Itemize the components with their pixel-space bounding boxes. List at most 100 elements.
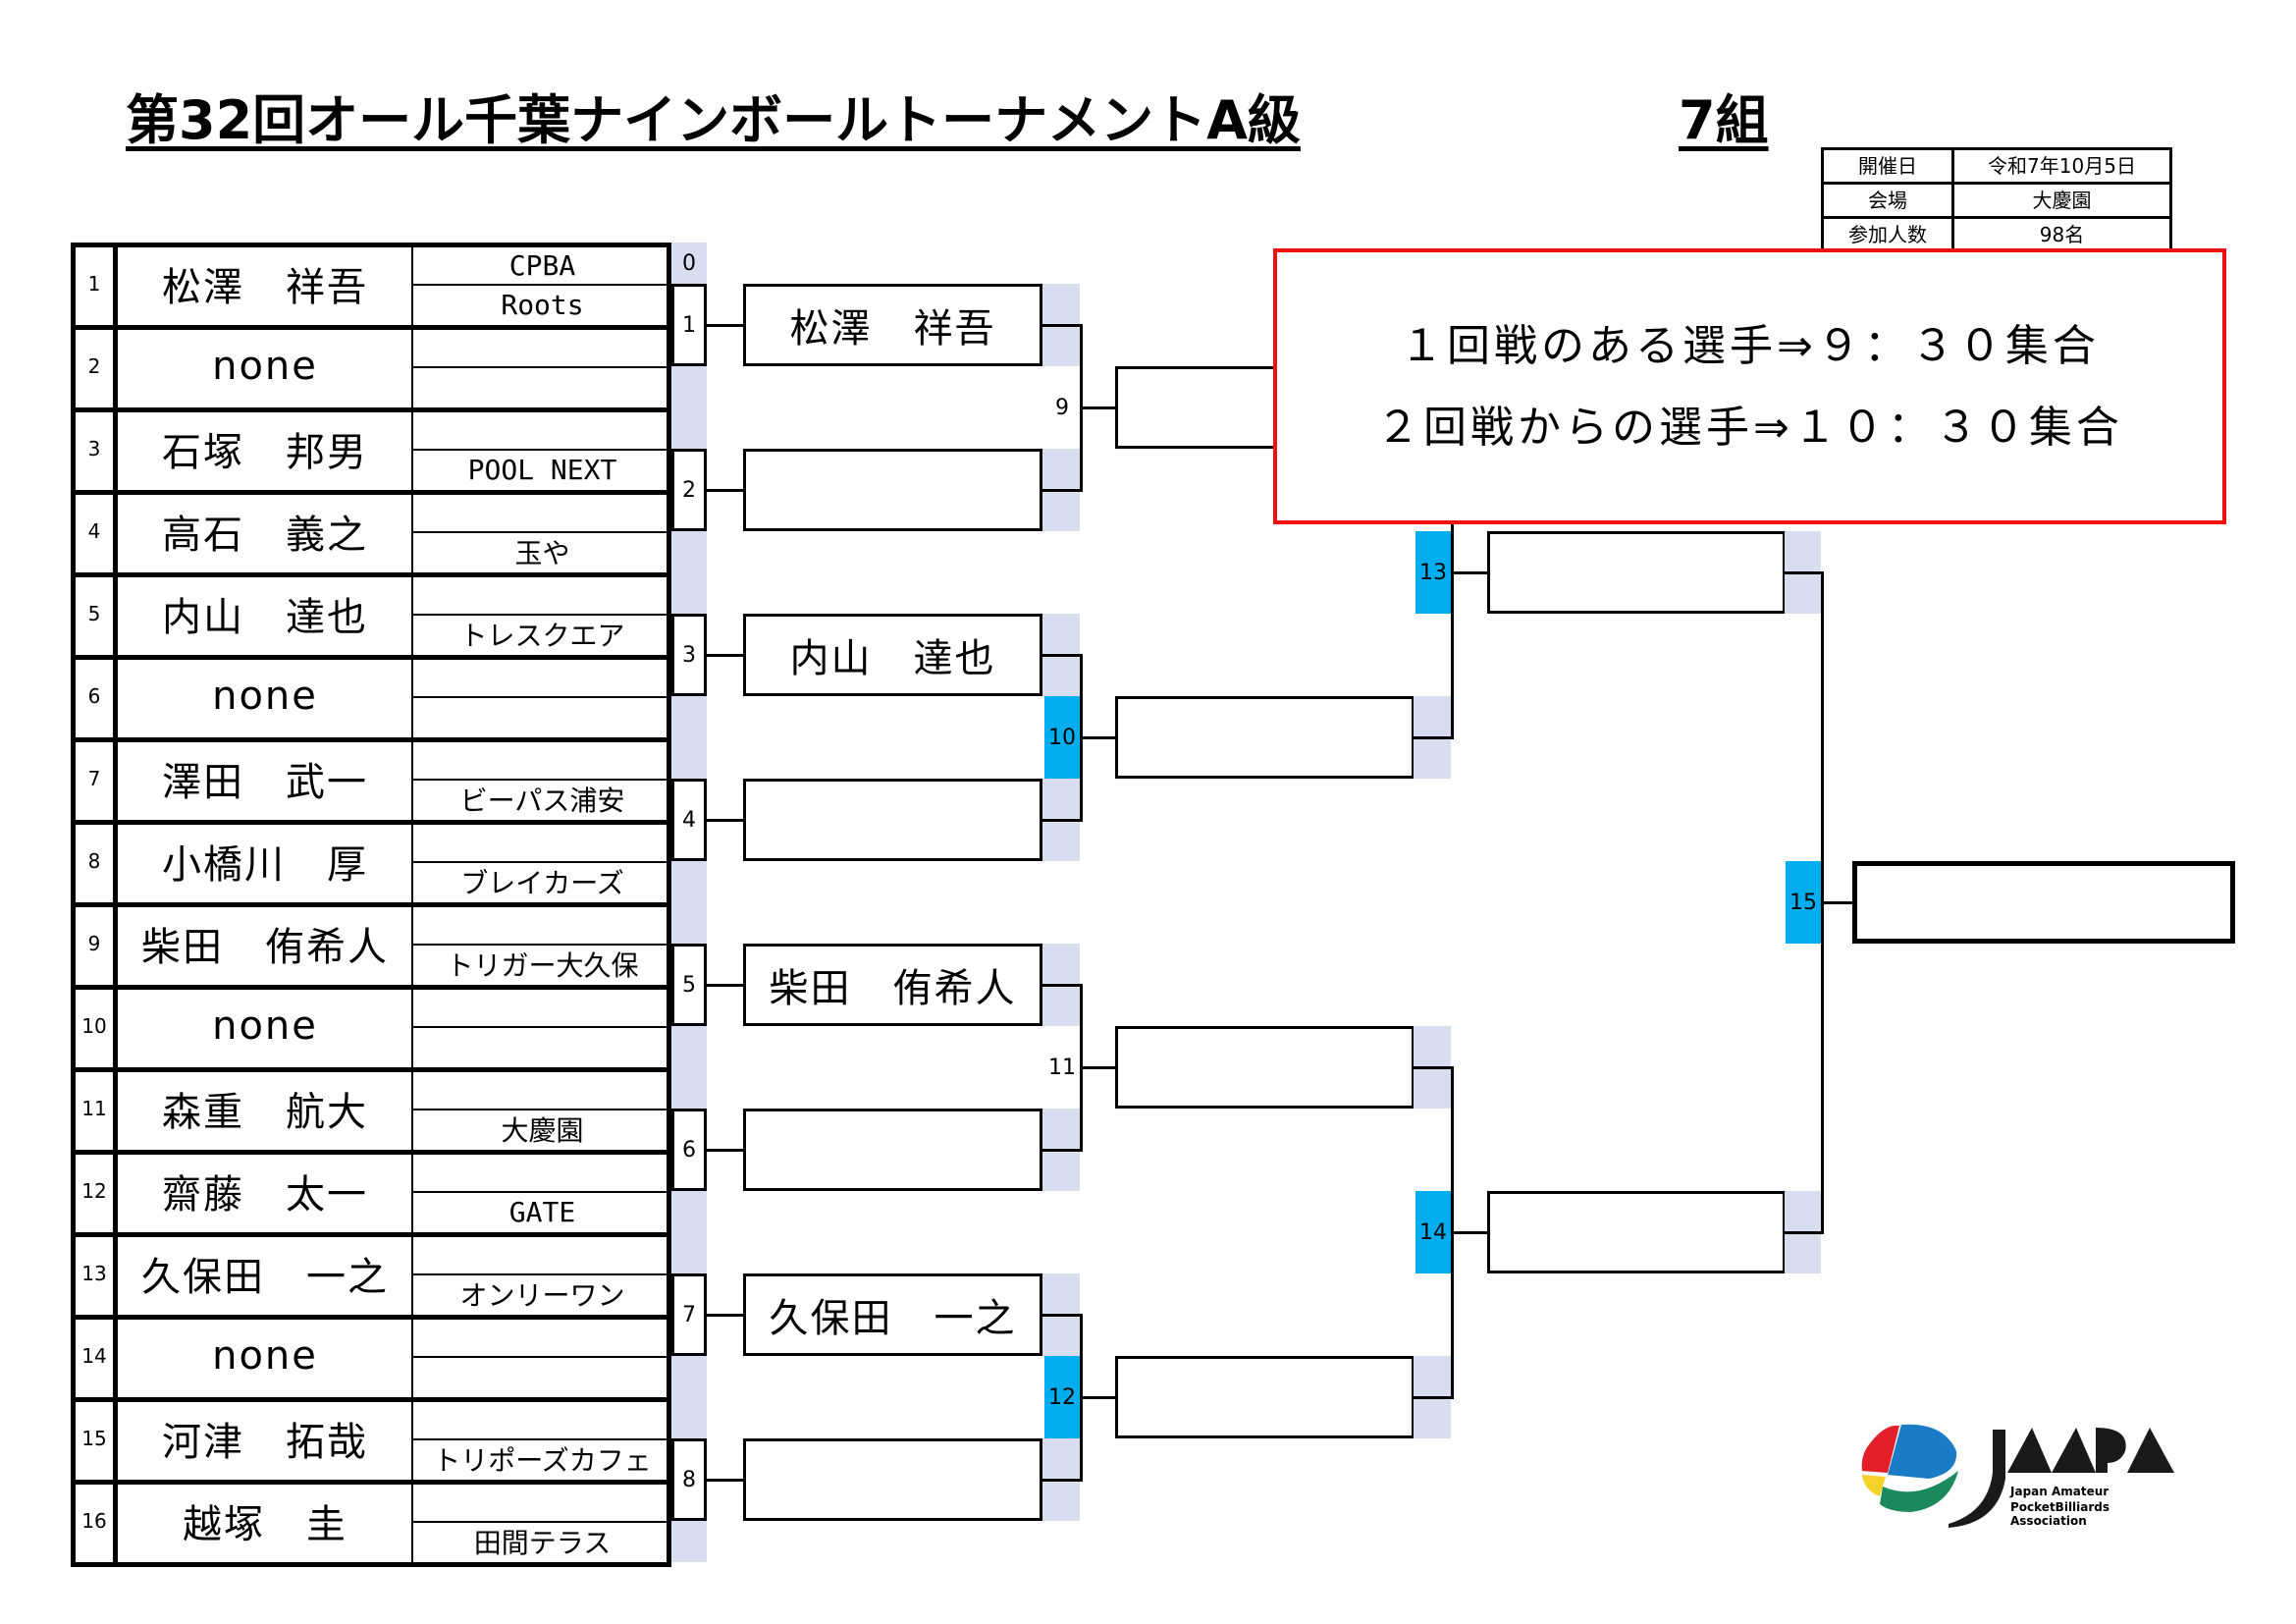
column-divider — [411, 325, 413, 407]
player-name: 高石 義之 — [162, 513, 368, 558]
club-divider — [413, 861, 671, 863]
club-name-top — [413, 906, 671, 944]
column-divider — [113, 820, 118, 902]
notice-line-2: ２回戦からの選手⇒１０：３０集合 — [1376, 402, 2123, 453]
connector-line — [1414, 736, 1453, 739]
info-row-venue: 会場大慶園 — [1821, 182, 2172, 219]
match-number-14: 14 — [1415, 1191, 1451, 1273]
round1-winner-box[interactable]: 久保田 一之 — [743, 1273, 1042, 1356]
match-number-11: 11 — [1044, 1026, 1080, 1109]
player-name: 小橋川 厚 — [162, 842, 368, 888]
match-11-winner-box[interactable] — [1115, 1026, 1415, 1109]
club-name-top — [413, 741, 671, 779]
club-name: トレスクエア — [459, 620, 625, 652]
connector-line — [707, 819, 743, 822]
notice-line-1: １回戦のある選手⇒９：３０集合 — [1400, 320, 2100, 371]
seed-number: 14 — [81, 1344, 107, 1368]
club-name — [413, 1028, 671, 1065]
seed-number: 16 — [81, 1509, 107, 1533]
connector-line — [1785, 1231, 1823, 1234]
seed-number: 13 — [81, 1262, 107, 1285]
match-12-winner-box[interactable] — [1115, 1356, 1415, 1438]
club-name: ビーパス浦安 — [459, 785, 625, 817]
club-name-top — [413, 411, 671, 449]
club-name-top — [413, 1319, 671, 1356]
club-divider — [413, 614, 671, 616]
connector-line — [1414, 1066, 1453, 1069]
connector-line — [707, 654, 743, 657]
club-name-top — [413, 824, 671, 861]
round1-winner-box[interactable] — [743, 1438, 1042, 1521]
match-number-4: 4 — [671, 779, 707, 861]
round1-winner-box[interactable] — [743, 449, 1042, 531]
connector-line — [1451, 1231, 1487, 1234]
match-14-winner-box[interactable] — [1487, 1191, 1786, 1273]
club-name-top — [413, 659, 671, 696]
connector-line — [1080, 1066, 1115, 1069]
seed-number: 1 — [87, 272, 101, 296]
column-divider — [113, 325, 118, 407]
column-divider — [411, 737, 413, 820]
round1-winner-box[interactable]: 柴田 侑希人 — [743, 944, 1042, 1026]
seed-number: 12 — [81, 1179, 107, 1203]
connector-line — [1785, 571, 1823, 574]
match-number-15: 15 — [1786, 861, 1821, 944]
connector-line — [707, 489, 743, 492]
club-divider — [413, 779, 671, 781]
connector-line — [1042, 654, 1082, 657]
seed-number: 2 — [87, 354, 101, 378]
column-divider — [411, 902, 413, 985]
player-name: 澤田 武一 — [162, 760, 368, 805]
bracket-strip — [671, 243, 707, 1562]
seed-number: 10 — [81, 1014, 107, 1038]
seed-number: 9 — [87, 932, 101, 955]
info-key: 開催日 — [1821, 147, 1954, 185]
club-name-top — [413, 1154, 671, 1191]
club-name: トリガー大久保 — [446, 949, 639, 982]
club-name-top — [413, 1236, 671, 1273]
connector-line — [707, 324, 743, 327]
column-divider — [411, 1397, 413, 1480]
club-name: トリポーズカフェ — [433, 1444, 652, 1477]
club-name-top: CPBA — [508, 248, 576, 282]
connector-line — [1042, 1314, 1082, 1317]
club-name-top — [413, 989, 671, 1026]
club-divider — [413, 284, 671, 286]
club-name-top — [413, 576, 671, 614]
connector-line — [1821, 901, 1852, 904]
connector-line — [707, 1479, 743, 1482]
match-number-5: 5 — [671, 944, 707, 1026]
match-13-winner-box[interactable] — [1487, 531, 1786, 614]
round1-winner-box[interactable]: 松澤 祥吾 — [743, 284, 1042, 366]
player-name: none — [212, 1333, 318, 1379]
club-divider — [413, 1191, 671, 1193]
column-divider — [113, 243, 118, 325]
match-number-7: 7 — [671, 1273, 707, 1356]
column-divider — [113, 572, 118, 655]
match-10-winner-box[interactable] — [1115, 696, 1415, 779]
round1-winner-box[interactable] — [743, 779, 1042, 861]
column-divider — [411, 1150, 413, 1232]
round1-winner-box[interactable]: 内山 達也 — [743, 614, 1042, 696]
column-divider — [411, 572, 413, 655]
player-name: 久保田 一之 — [141, 1255, 389, 1300]
club-divider — [413, 696, 671, 698]
club-divider — [413, 531, 671, 533]
connector-line — [707, 984, 743, 987]
round1-winner-box[interactable] — [743, 1109, 1042, 1191]
player-name: none — [212, 674, 318, 719]
seed-number: 4 — [87, 519, 101, 543]
connector-line — [1414, 1396, 1453, 1399]
connector-line — [1080, 1396, 1115, 1399]
connector-line — [707, 1149, 743, 1152]
club-name — [413, 698, 671, 735]
info-row-date: 開催日令和7年10月5日 — [1821, 147, 2172, 185]
player-name: 齋藤 太一 — [162, 1172, 368, 1218]
column-divider — [411, 1480, 413, 1562]
club-name — [413, 368, 671, 406]
club-divider — [413, 1521, 671, 1523]
club-divider — [413, 1356, 671, 1358]
match-15-winner-box[interactable] — [1852, 861, 2235, 944]
match-number-2: 2 — [671, 449, 707, 531]
column-divider — [113, 1232, 118, 1315]
